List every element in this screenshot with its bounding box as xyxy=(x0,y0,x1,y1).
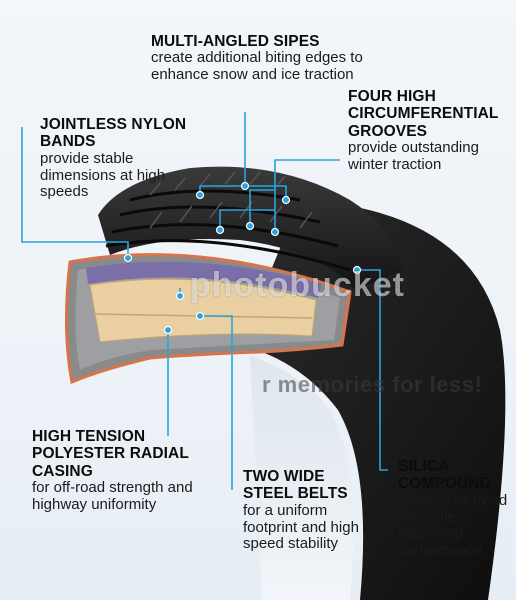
wheel-opening xyxy=(250,356,354,600)
callout-description: for off-road strength and highway unifor… xyxy=(32,479,193,513)
callout-description: provide outstanding winter traction xyxy=(348,139,479,173)
steel-belt-outer xyxy=(86,261,322,298)
callout-description: create additional biting edges to enhanc… xyxy=(151,49,363,84)
callout-title: SILICA COMPOUND xyxy=(398,458,491,493)
callout-description: maximizes tread life while improving per… xyxy=(398,491,508,560)
callout-description: for a uniform footprint and high speed s… xyxy=(243,501,359,553)
tread-grooves xyxy=(105,189,351,272)
callout-title: FOUR HIGH CIRCUMFERENTIAL GROOVES xyxy=(348,88,499,140)
callout-steel-belts: TWO WIDE STEEL BELTS for a uniform footp… xyxy=(243,468,373,553)
callout-title: MULTI-ANGLED SIPES xyxy=(151,33,320,50)
callout-title: HIGH TENSION POLYESTER RADIAL CASING xyxy=(32,428,189,480)
leader-lines xyxy=(21,112,388,490)
leader-dots xyxy=(123,181,362,335)
callout-multi-angled-sipes: MULTI-ANGLED SIPES create additional bit… xyxy=(151,33,381,84)
watermark-top: photobucket xyxy=(190,266,405,304)
callout-circumferential-grooves: FOUR HIGH CIRCUMFERENTIAL GROOVES provid… xyxy=(348,88,513,174)
callout-silica-compound: SILICA COMPOUND maximizes tread life whi… xyxy=(398,458,516,560)
callout-title: TWO WIDE STEEL BELTS xyxy=(243,468,348,503)
watermark-bottom: r memories for less! xyxy=(262,372,483,397)
callout-description: provide stable dimensions at high speeds xyxy=(40,149,166,201)
callout-polyester-radial-casing: HIGH TENSION POLYESTER RADIAL CASING for… xyxy=(32,428,232,514)
callout-jointless-nylon-bands: JOINTLESS NYLON BANDS provide stable dim… xyxy=(40,116,200,201)
steel-belts-layer xyxy=(89,278,317,343)
callout-title: JOINTLESS NYLON BANDS xyxy=(40,116,187,151)
